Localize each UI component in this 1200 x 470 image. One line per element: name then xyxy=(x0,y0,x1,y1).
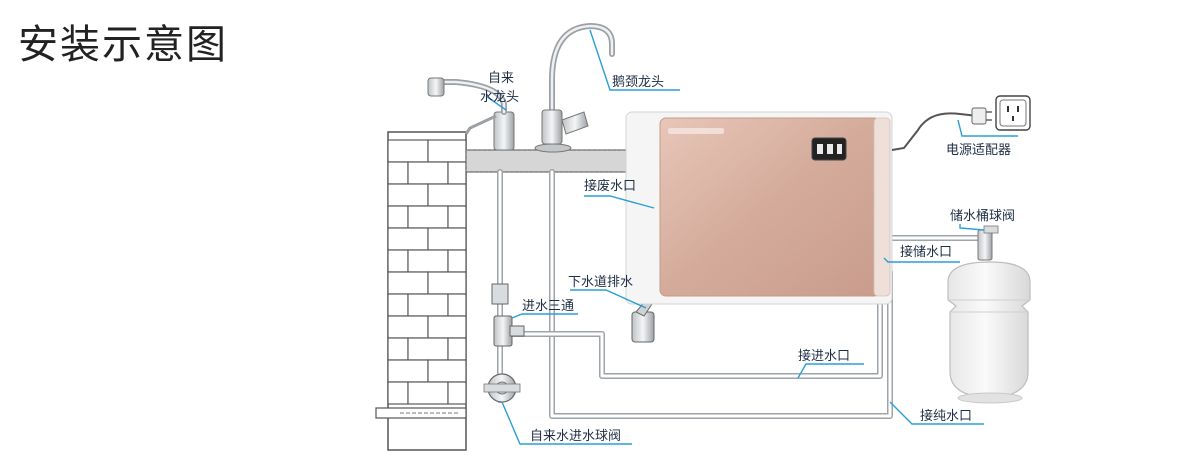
label-tank-valve: 储水桶球阀 xyxy=(950,209,1015,224)
label-inlet-port: 接进水口 xyxy=(798,348,850,364)
label-power-adapter: 电源适配器 xyxy=(946,143,1011,158)
inlet-ball-valve xyxy=(483,373,521,403)
page-title: 安装示意图 xyxy=(18,22,228,68)
water-purifier xyxy=(625,111,893,305)
label-inlet-valve: 自来水进水球阀 xyxy=(530,429,621,444)
leader-lines xyxy=(485,29,1018,445)
gooseneck-faucet xyxy=(534,22,615,153)
power-adapter xyxy=(891,95,1031,151)
label-waste-port: 接废水口 xyxy=(584,178,636,194)
label-tap-bottom: 水龙头 xyxy=(480,90,519,105)
label-pure-port: 接纯水口 xyxy=(920,408,972,424)
label-gooseneck: 鹅颈龙头 xyxy=(612,74,664,90)
label-tap-top: 自来 xyxy=(488,71,514,86)
inlet-tee xyxy=(491,283,525,347)
storage-tank xyxy=(947,225,1031,404)
tap-faucet xyxy=(427,77,515,151)
label-drain: 下水道排水 xyxy=(568,275,633,290)
countertop xyxy=(465,149,643,173)
label-tee: 进水三通 xyxy=(522,299,574,314)
label-tank-port: 接储水口 xyxy=(900,244,952,260)
brick-wall xyxy=(375,131,467,451)
